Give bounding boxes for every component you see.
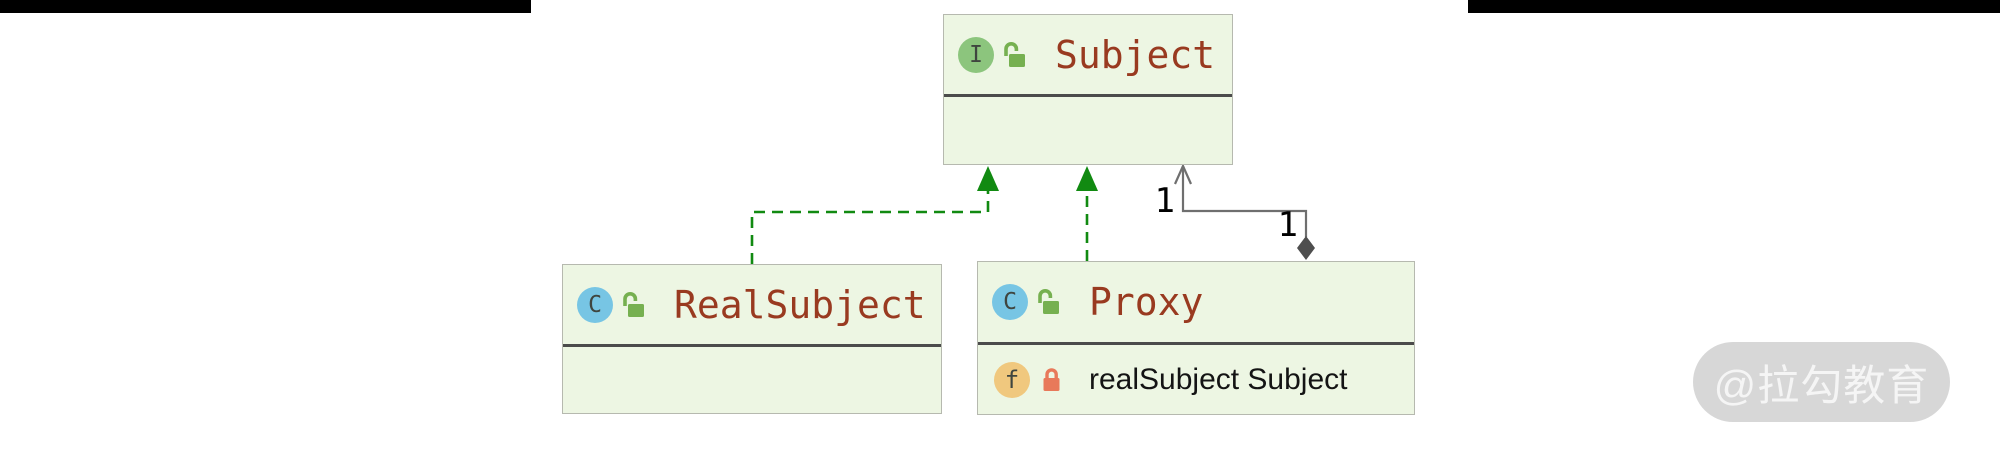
field-icon-letter: f: [1004, 365, 1020, 394]
node-subject-header[interactable]: I Subject: [944, 15, 1232, 94]
top-left-black-bar: [0, 0, 531, 13]
class-icon-letter: C: [588, 291, 602, 318]
open-arrowhead-icon: [1173, 163, 1193, 185]
node-realsubject[interactable]: C RealSubject: [562, 264, 942, 414]
node-separator: [563, 344, 941, 347]
interface-icon: I: [958, 36, 994, 73]
node-name: Subject: [1055, 32, 1216, 77]
field-icon: f: [994, 361, 1030, 398]
node-name: Proxy: [1089, 280, 1204, 324]
lock-closed-icon: [1043, 367, 1060, 391]
lock-open-icon: [623, 291, 644, 317]
arrowhead-icon: [977, 166, 999, 191]
lock-open-icon: [1038, 289, 1059, 314]
class-icon: C: [577, 286, 613, 323]
watermark-text: @拉勾教育: [1713, 361, 1930, 409]
interface-icon-letter: I: [969, 41, 983, 68]
watermark-badge: @拉勾教育: [1693, 342, 1950, 422]
node-proxy[interactable]: C Proxy f realSubject Subject: [977, 261, 1415, 415]
node-realsubject-body: [563, 347, 941, 413]
lock-open-icon: [1004, 41, 1025, 67]
node-separator: [944, 94, 1232, 97]
realization-edge-proxy-to-subject: [1076, 166, 1098, 261]
multiplicity-label-subject-end: 1: [1154, 181, 1175, 221]
multiplicity-label-proxy-end: 1: [1277, 205, 1298, 245]
node-subject-body: [944, 97, 1232, 164]
field-row-realsubject[interactable]: f realSubject Subject: [978, 345, 1414, 414]
node-separator: [978, 342, 1414, 345]
class-icon: C: [992, 284, 1028, 320]
top-right-black-bar: [1468, 0, 2000, 13]
arrowhead-icon: [1076, 166, 1098, 191]
realization-edge-realsubject-to-subject: [750, 166, 999, 264]
field-text: realSubject Subject: [1089, 362, 1348, 396]
class-icon-letter: C: [1003, 289, 1017, 315]
node-proxy-header[interactable]: C Proxy: [978, 262, 1414, 342]
node-subject[interactable]: I Subject: [943, 14, 1233, 165]
node-name: RealSubject: [674, 282, 926, 327]
diamond-icon: [1297, 236, 1315, 260]
node-proxy-body: f realSubject Subject: [978, 345, 1414, 414]
node-realsubject-header[interactable]: C RealSubject: [563, 265, 941, 344]
